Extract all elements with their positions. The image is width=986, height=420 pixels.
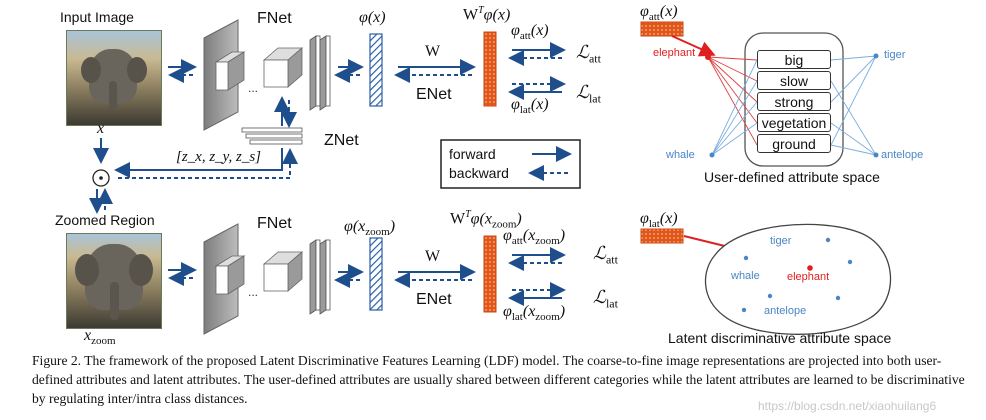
top-loss-att: ℒatt [576,42,601,66]
bottom-lat-loss-arrows [508,282,566,306]
whale-point [709,152,715,158]
user-tiger-label: tiger [884,49,906,61]
tiger-attribute-links [830,55,877,146]
latent-phi-lat-bar [640,228,684,244]
top-wphi-bar [483,31,497,107]
bottom-phi-att-label: φatt(xzoom) [503,227,566,248]
user-phi-att-label: φatt(x) [640,3,678,24]
zoomed-region-label: Zoomed Region [55,212,155,228]
input-image-label: Input Image [60,9,134,25]
x-zoom-label: xzoom [84,327,116,348]
user-antelope-label: antelope [881,149,924,161]
bottom-enet-label: ENet [416,291,452,308]
znet-block [241,127,303,145]
znet-arrows [274,96,297,128]
attribute-strong: strong [757,92,831,111]
top-image-fnet-arrows [168,59,197,83]
bottom-loss-lat: ℒlat [593,287,618,311]
latent-elephant-point [807,265,813,271]
bottom-phi-lat-label: φlat(xzoom) [503,303,566,324]
latent-space-caption: Latent discriminative attribute space [668,330,892,346]
bottom-w-arrows [394,264,476,288]
user-projection-arrow [671,35,716,57]
zoomed-image [66,233,162,329]
top-wphi-label: WTφ(x) [463,5,511,24]
top-phi-att-label: φatt(x) [511,22,549,43]
user-whale-label: whale [666,149,695,161]
bottom-fnet-block: ... [203,223,331,335]
svg-text:...: ... [248,81,258,95]
top-phi-x-label: φ(x) [359,9,386,26]
input-image [66,30,162,126]
latent-antelope-label: antelope [764,305,807,317]
tiger-point [873,53,879,59]
top-w-label: W [425,43,441,60]
bottom-wphi-bar [483,235,497,313]
figure-caption: Figure 2. The framework of the proposed … [32,353,965,406]
top-fnet-block: ... [203,19,331,131]
bottom-wphi-label: WTφ(xzoom) [450,209,522,231]
bottom-phi-feature-bar [369,237,383,311]
bottom-loss-att: ℒatt [593,243,618,267]
top-lat-loss-arrows [508,76,566,100]
attribute-slow: slow [757,71,831,90]
whale-attribute-links [711,59,758,156]
attribute-ground: ground [757,134,831,153]
top-phi-feature-bar [369,33,383,107]
attribute-vegetation: vegetation [757,113,831,132]
elephant-point [705,54,711,60]
top-phi-lat-label: φlat(x) [511,96,549,117]
bottom-phi-xzoom-label: φ(xzoom) [344,218,396,239]
bottom-fnet-label: FNet [257,215,292,232]
antelope-point [873,152,879,158]
latent-phi-lat-label: φlat(x) [640,210,678,231]
latent-whale-label: whale [731,270,760,282]
antelope-attribute-links [830,80,877,156]
latent-space-region [704,223,892,335]
latent-elephant-label: elephant [787,271,830,283]
legend-forward-label: forward [449,146,496,162]
user-phi-att-bar [640,21,684,37]
user-elephant-label: elephant [653,47,696,59]
top-w-arrows [394,59,476,83]
bottom-w-label: W [425,248,441,265]
watermark: https://blog.csdn.net/xiaohuilang6 [758,399,937,413]
svg-text:...: ... [248,285,258,299]
top-fnet-label: FNet [257,10,292,27]
odot-to-zoom-arrows [89,188,113,214]
top-fnet-phi-arrows [334,59,364,83]
latent-tiger-label: tiger [770,235,792,247]
bottom-att-loss-arrows [508,247,566,271]
attribute-big: big [757,50,831,69]
user-space-caption: User-defined attribute space [704,169,880,185]
top-enet-label: ENet [416,86,452,103]
zoom-coords-label: [z_x, z_y, z_s] [176,149,262,165]
legend-backward-label: backward [449,165,509,181]
x-label: x [97,120,105,137]
latent-points [741,237,853,313]
bottom-fnet-phi-arrows [334,264,364,288]
top-att-loss-arrows [508,42,566,66]
top-loss-lat: ℒlat [576,82,601,106]
zoom-coords-arrows [114,148,298,179]
znet-label: ZNet [324,132,359,149]
bottom-image-fnet-arrows [168,262,197,286]
